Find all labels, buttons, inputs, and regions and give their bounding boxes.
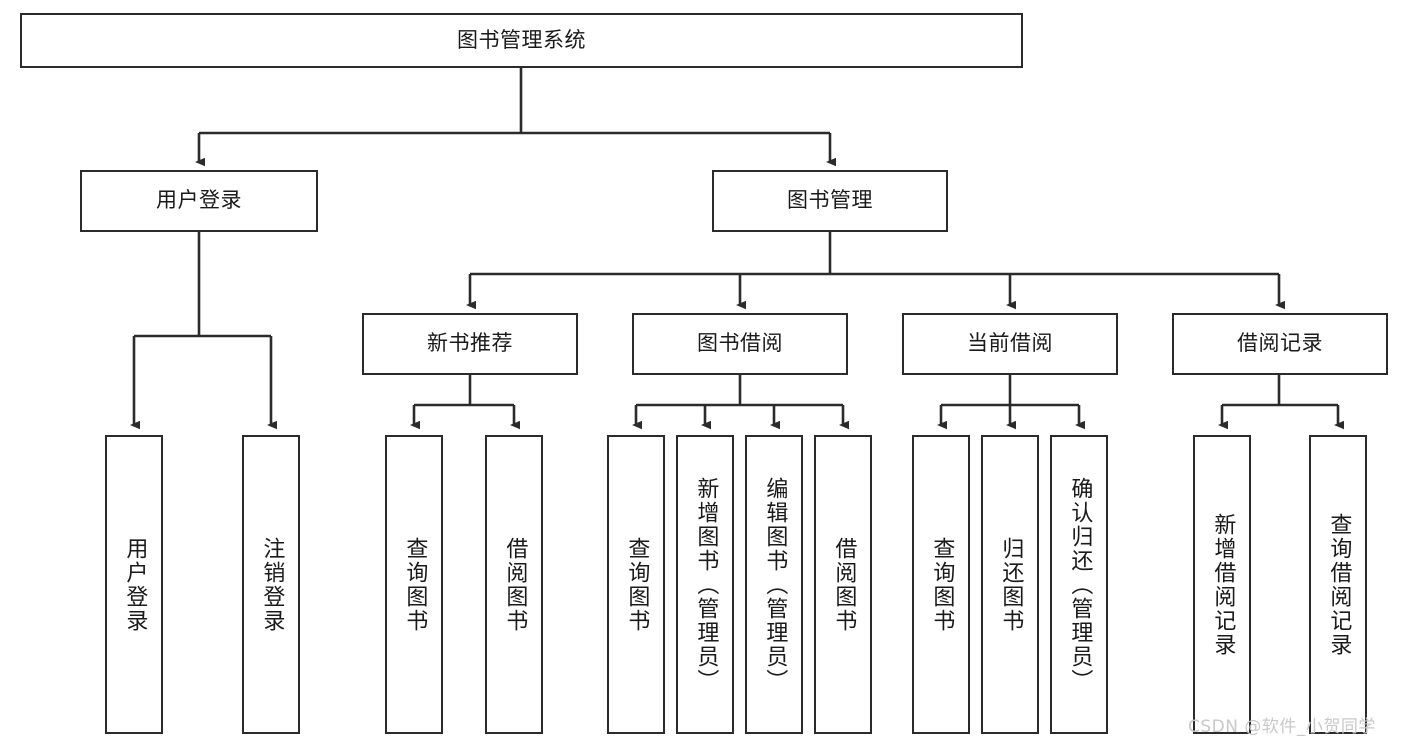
node-label: 图书管理系统 — [457, 27, 586, 52]
node-label: 借阅图书 — [831, 536, 857, 633]
leaf-record-add-record[interactable]: 新增借阅记录 — [1193, 435, 1251, 734]
node-label: 查询图书 — [402, 536, 428, 633]
leaf-user-login-signout[interactable]: 注销登录 — [242, 435, 300, 734]
node-label: 用户登录 — [122, 536, 148, 633]
node-label: 编辑图书（管理员） — [762, 476, 788, 693]
node-label: 新增图书（管理员） — [693, 476, 719, 693]
leaf-record-query-record[interactable]: 查询借阅记录 — [1309, 435, 1367, 734]
leaf-user-login-signin[interactable]: 用户登录 — [105, 435, 163, 734]
leaf-current-confirm-return-admin[interactable]: 确认归还（管理员） — [1050, 435, 1108, 734]
node-current-borrow[interactable]: 当前借阅 — [902, 313, 1118, 375]
csdn-watermark: CSDN @软件_小贺同学 — [1188, 717, 1376, 737]
node-book-borrow[interactable]: 图书借阅 — [632, 313, 848, 375]
node-label: 查询图书 — [624, 536, 650, 633]
node-label: 用户登录 — [156, 188, 242, 213]
leaf-new-book-borrow[interactable]: 借阅图书 — [485, 435, 543, 734]
node-new-book-recommend[interactable]: 新书推荐 — [362, 313, 578, 375]
leaf-borrow-borrow-book[interactable]: 借阅图书 — [814, 435, 872, 734]
node-label: 当前借阅 — [967, 331, 1053, 356]
node-label: 新书推荐 — [427, 331, 513, 356]
leaf-current-query-book[interactable]: 查询图书 — [912, 435, 970, 734]
node-label: 查询图书 — [929, 536, 955, 633]
node-label: 借阅图书 — [502, 536, 528, 633]
node-label: 归还图书 — [998, 536, 1024, 633]
node-label: 借阅记录 — [1237, 331, 1323, 356]
node-label: 图书管理 — [787, 188, 873, 213]
node-label: 图书借阅 — [697, 331, 783, 356]
leaf-new-book-query[interactable]: 查询图书 — [385, 435, 443, 734]
leaf-borrow-add-book-admin[interactable]: 新增图书（管理员） — [676, 435, 734, 734]
node-borrow-record[interactable]: 借阅记录 — [1172, 313, 1388, 375]
leaf-borrow-edit-book-admin[interactable]: 编辑图书（管理员） — [745, 435, 803, 734]
leaf-current-return-book[interactable]: 归还图书 — [981, 435, 1039, 734]
node-book-management[interactable]: 图书管理 — [712, 170, 948, 232]
leaf-borrow-query-book[interactable]: 查询图书 — [607, 435, 665, 734]
node-label: 查询借阅记录 — [1326, 512, 1352, 657]
node-label: 确认归还（管理员） — [1067, 476, 1093, 693]
node-user-login[interactable]: 用户登录 — [80, 170, 318, 232]
node-label: 新增借阅记录 — [1210, 512, 1236, 657]
node-label: 注销登录 — [259, 536, 285, 633]
node-root-library-system[interactable]: 图书管理系统 — [20, 13, 1023, 68]
